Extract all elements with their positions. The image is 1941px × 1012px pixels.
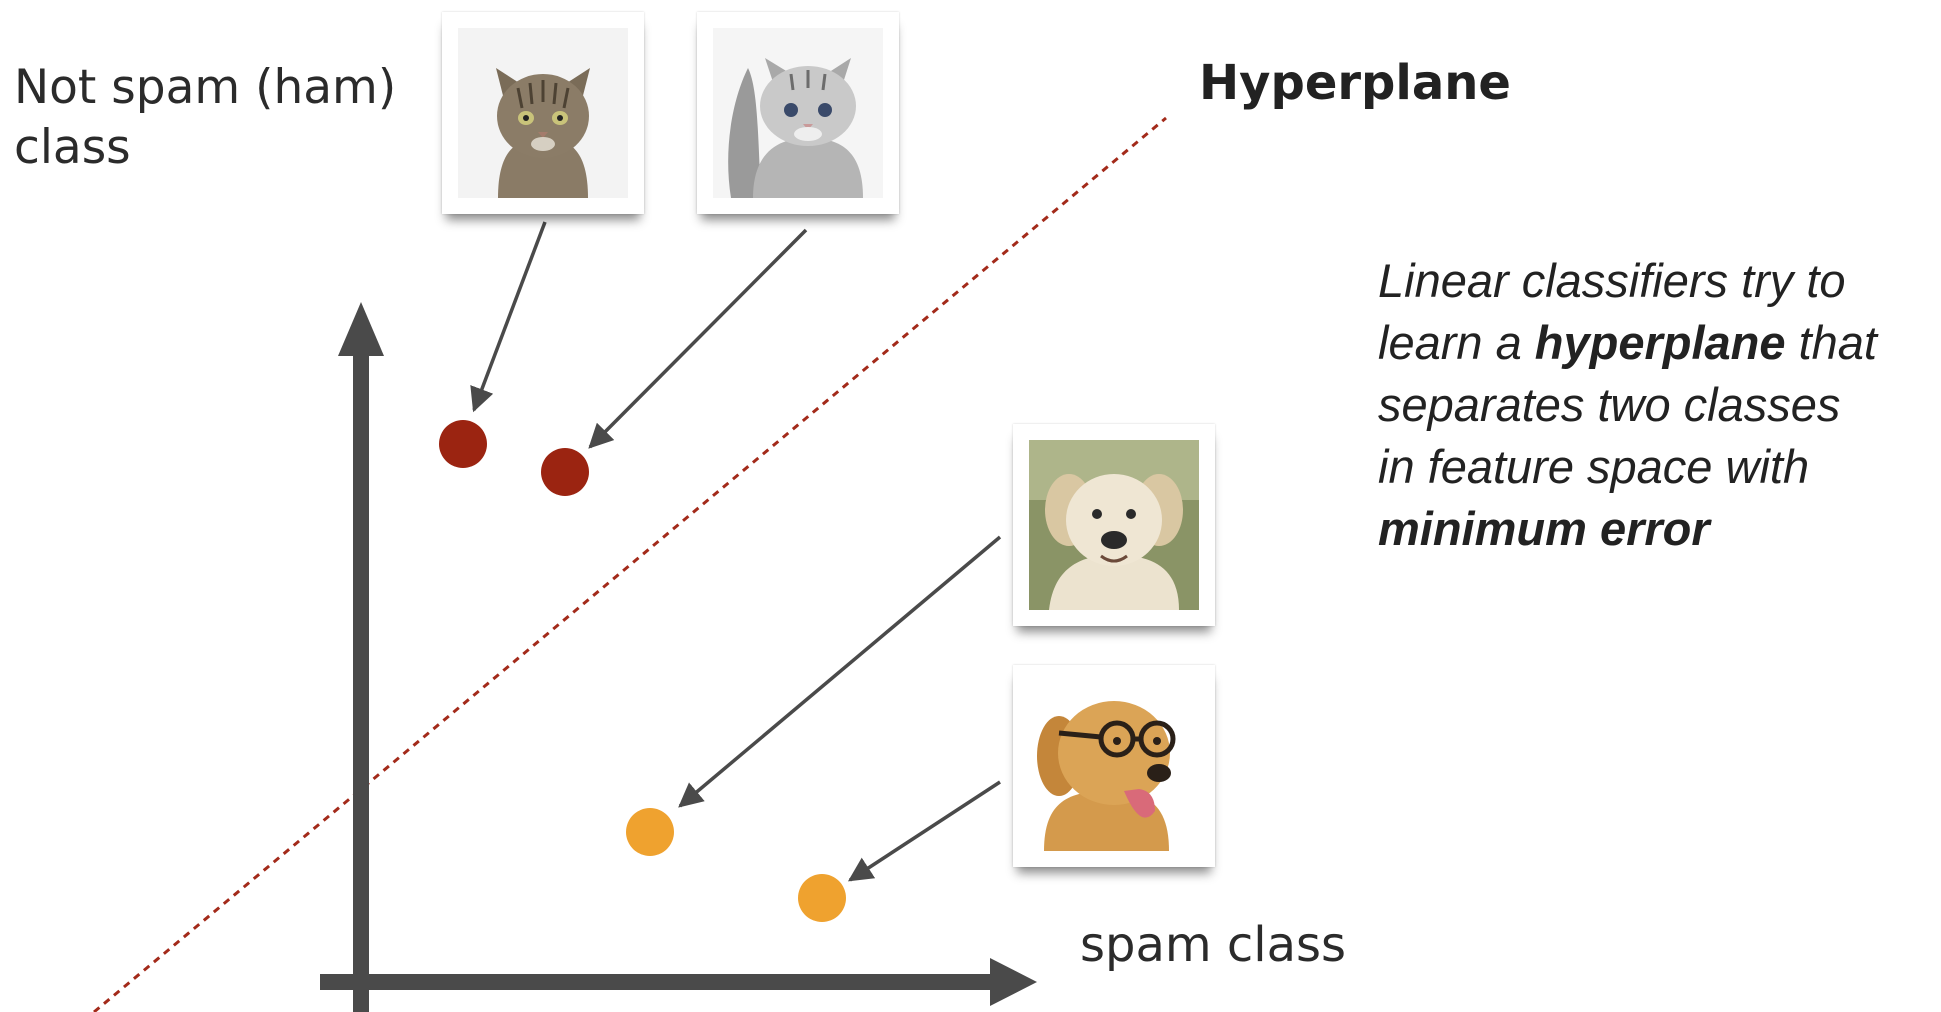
arrow-spam-1 [678,535,1002,808]
dog-with-glasses-photo-icon [1013,665,1215,867]
caption-line-3: separates two classes [1378,378,1841,431]
kitten-photo-icon [697,12,899,214]
caption-minimum-error-emphasis: minimum error [1378,502,1710,555]
ham-point-1 [439,420,487,468]
caption-line-4: in feature space with [1378,440,1810,493]
spam-class-label: spam class [1080,917,1347,973]
hyperplane-line [93,116,1167,1012]
ham-point-2 [541,448,589,496]
caption-line-1: Linear classifiers try to [1378,254,1846,307]
ham-class-label: Not spam (ham) class [14,58,396,178]
hyperplane-label: Hyperplane [1199,55,1511,111]
arrow-spam-2 [847,780,1001,882]
caption-line-5: minimum error [1378,498,1938,560]
caption-line-2-end: that [1785,316,1877,369]
caption: Linear classifiers try to learn a hyperp… [1378,250,1938,560]
ham-class-label-line2: class [14,120,131,175]
x-axis [320,958,1037,1006]
spam-point-2 [798,874,846,922]
caption-hyperplane-emphasis: hyperplane [1534,316,1786,369]
caption-line-2-start: learn a [1378,316,1535,369]
tabby-cat-photo-icon [442,12,644,214]
y-axis [338,302,384,1012]
arrow-ham-2 [588,228,808,449]
puppy-photo-icon [1013,424,1215,626]
spam-point-1 [626,808,674,856]
caption-line-2: learn a hyperplane that [1378,312,1938,374]
ham-class-label-line1: Not spam (ham) [14,60,397,115]
arrow-ham-1 [470,221,547,413]
